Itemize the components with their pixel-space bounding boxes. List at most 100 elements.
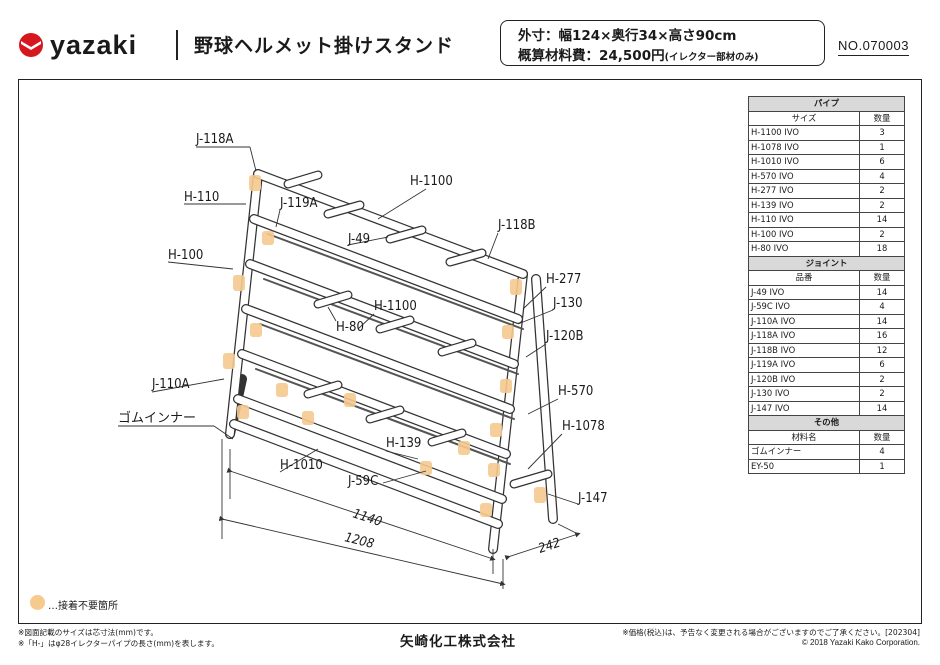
company-name: 矢崎化工株式会社 — [400, 634, 516, 650]
part-qty: 6 — [859, 154, 905, 170]
part-name: J-118B IVO — [748, 342, 860, 358]
pipe-structure — [225, 169, 558, 554]
label-h277: H-277 — [546, 272, 581, 287]
part-name: J-118A IVO — [748, 328, 860, 344]
part-name: H-100 IVO — [748, 226, 860, 242]
column-header-qty: 数量 — [859, 110, 905, 126]
label-h1100-top: H-1100 — [410, 174, 453, 189]
part-qty: 2 — [859, 197, 905, 213]
label-j49: J-49 — [347, 232, 370, 247]
part-qty: 12 — [859, 342, 905, 358]
label-j120b: J-120B — [545, 329, 584, 344]
column-header-row: 品番数量 — [748, 270, 905, 286]
label-h139: H-139 — [386, 436, 421, 451]
label-h1010: H-1010 — [280, 458, 323, 473]
part-qty: 2 — [859, 226, 905, 242]
part-qty: 14 — [859, 212, 905, 228]
part-qty: 4 — [859, 299, 905, 315]
part-qty: 6 — [859, 357, 905, 373]
part-name: H-139 IVO — [748, 197, 860, 213]
label-j59c: J-59C — [347, 474, 378, 489]
spec-cost: 概算材料費：24,500円(イレクター部材のみ) — [518, 44, 758, 64]
section-title: その他 — [748, 415, 905, 431]
part-name: ゴムインナー — [748, 444, 860, 460]
part-name: J-59C IVO — [748, 299, 860, 315]
header-divider — [176, 30, 178, 60]
dimension-lines — [218, 439, 581, 589]
drawing-frame — [18, 79, 922, 624]
part-name: EY-50 — [748, 458, 860, 474]
column-header-name: 品番 — [748, 270, 860, 286]
part-name: J-130 IVO — [748, 386, 860, 402]
dimension-242: 242 — [537, 536, 563, 557]
section-title: パイプ — [748, 96, 905, 112]
label-h100: H-100 — [168, 248, 203, 263]
document-number: NO.070003 — [838, 38, 909, 56]
part-name: J-119A IVO — [748, 357, 860, 373]
column-header-name: サイズ — [748, 110, 860, 126]
part-name: H-570 IVO — [748, 168, 860, 184]
column-header-row: 材料名数量 — [748, 429, 905, 445]
part-name: H-277 IVO — [748, 183, 860, 199]
part-name: H-110 IVO — [748, 212, 860, 228]
no-glue-legend-text: …接着不要箇所 — [48, 601, 118, 612]
part-qty: 18 — [859, 241, 905, 257]
section-title: ジョイント — [748, 255, 905, 271]
label-j130: J-130 — [552, 296, 583, 311]
label-j118b: J-118B — [497, 218, 536, 233]
part-qty: 14 — [859, 313, 905, 329]
spec-dimensions: 外寸：幅124×奥行34×高さ90cm — [518, 28, 737, 44]
column-header-qty: 数量 — [859, 429, 905, 445]
footnote-price: ※価格(税込)は、予告なく変更される場合がございますのでご了承ください。[202… — [622, 628, 920, 637]
column-header-name: 材料名 — [748, 429, 860, 445]
label-h1100-mid: H-1100 — [374, 299, 417, 314]
part-qty: 16 — [859, 328, 905, 344]
part-qty: 4 — [859, 444, 905, 460]
dimension-1208: 1208 — [343, 530, 376, 552]
label-j110a: J-110A — [151, 377, 190, 392]
label-h80: H-80 — [336, 320, 364, 335]
part-qty: 4 — [859, 168, 905, 184]
column-header-row: サイズ数量 — [748, 110, 905, 126]
part-qty: 1 — [859, 458, 905, 474]
section-header-other: その他 — [748, 415, 905, 431]
part-name: H-80 IVO — [748, 241, 860, 257]
brand-name: yazaki — [50, 29, 138, 60]
copyright: © 2018 Yazaki Kako Corporation. — [801, 638, 920, 647]
part-qty: 2 — [859, 386, 905, 402]
column-header-qty: 数量 — [859, 270, 905, 286]
part-name: J-110A IVO — [748, 313, 860, 329]
part-name: J-147 IVO — [748, 400, 860, 416]
part-name: H-1078 IVO — [748, 139, 860, 155]
label-j118a: J-118A — [195, 132, 234, 147]
part-qty: 14 — [859, 400, 905, 416]
label-h1078: H-1078 — [562, 419, 605, 434]
section-header-pipe: パイプ — [748, 96, 905, 112]
spec-box — [500, 20, 825, 66]
label-j119a: J-119A — [279, 196, 318, 211]
dimension-1140: 1140 — [351, 507, 384, 530]
part-qty: 1 — [859, 139, 905, 155]
part-name: H-1010 IVO — [748, 154, 860, 170]
part-qty: 2 — [859, 183, 905, 199]
